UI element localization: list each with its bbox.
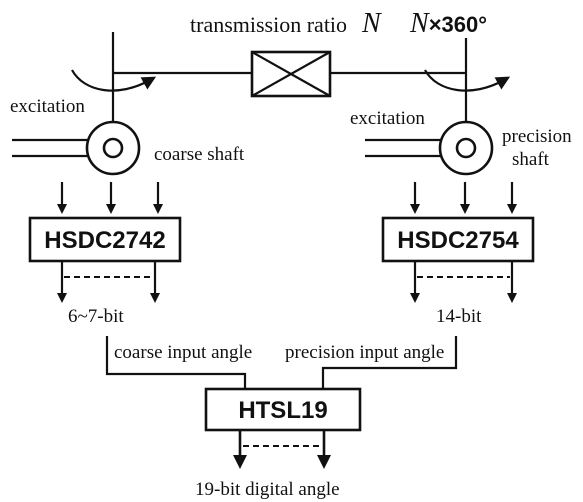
hsdc2754-label: HSDC2754: [397, 227, 519, 254]
coarse-angle-wire: [105, 336, 247, 389]
fine-angle-n: N: [409, 8, 430, 39]
precision-angle-wire: [321, 336, 458, 389]
htsl19-label: HTSL19: [238, 397, 327, 424]
left-excitation-label: excitation: [10, 96, 85, 117]
fine-angle-label: N×360°: [409, 8, 487, 39]
precision-resolver-hub: [455, 137, 477, 159]
left-bits-label: 6~7-bit: [68, 306, 124, 327]
fine-angle-rest: ×360°: [429, 12, 487, 37]
transmission-ratio-label: transmission ratio: [190, 12, 347, 37]
coarse-resolver-hub: [102, 137, 124, 159]
right-bits-label: 14-bit: [436, 306, 482, 327]
right-excitation-label: excitation: [350, 108, 425, 129]
coarse-shaft-label: coarse shaft: [154, 144, 245, 165]
precision-angle-label: precision input angle: [285, 342, 444, 363]
ratio-symbol: N: [361, 8, 382, 39]
hsdc2742-label: HSDC2742: [44, 227, 165, 254]
hsdc2742-box: [28, 216, 182, 263]
coarse-rotation-arrow: [71, 69, 157, 92]
precision-shaft-label-1: precision: [502, 126, 572, 147]
precision-shaft-label-2: shaft: [512, 149, 550, 170]
precision-rotation-arrow: [424, 69, 511, 92]
output-angle-label: 19-bit digital angle: [195, 479, 340, 500]
coarse-angle-label: coarse input angle: [114, 342, 252, 363]
hsdc2754-box: [381, 216, 535, 263]
gearbox-symbol: [250, 50, 332, 98]
htsl19-box: [204, 387, 362, 432]
